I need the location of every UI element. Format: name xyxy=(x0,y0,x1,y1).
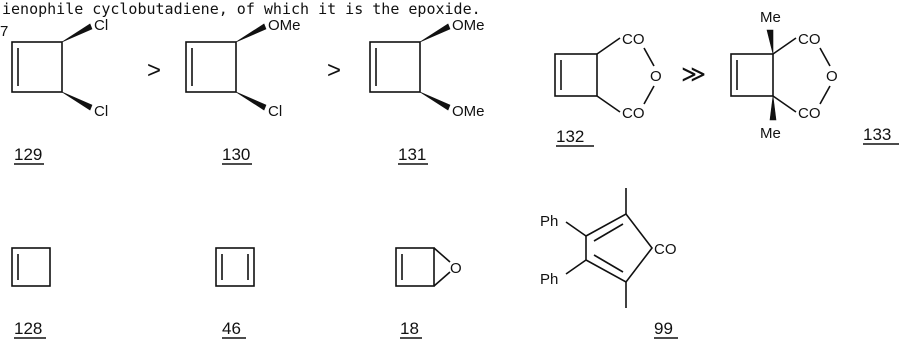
compound-46-number: 46 xyxy=(222,319,241,338)
compound-128: 128 xyxy=(11,247,51,339)
header-text: ienophile cyclobutadiene, of which it is… xyxy=(2,0,481,18)
compound-133-ring-oxygen: O xyxy=(826,68,838,85)
compound-130: OMe Cl 130 xyxy=(185,17,301,165)
compound-132-carbonyl-top: CO xyxy=(622,31,645,48)
compound-99-carbonyl: CO xyxy=(654,241,677,258)
compound-132-number: 132 xyxy=(556,127,584,146)
compound-46: 46 xyxy=(215,247,255,339)
compound-131-number: 131 xyxy=(398,145,426,164)
compound-133-carbonyl-bottom: CO xyxy=(798,105,821,122)
much-greater-than-sign: ≫ xyxy=(681,61,706,88)
compound-130-number: 130 xyxy=(222,145,250,164)
compound-99-number: 99 xyxy=(654,319,673,338)
compound-131-substituent-top: OMe xyxy=(452,17,485,34)
compound-130-substituent-top: OMe xyxy=(268,17,301,34)
compound-131-substituent-bottom: OMe xyxy=(452,103,485,120)
compound-99-phenyl-top: Ph xyxy=(540,213,558,230)
compound-129-substituent-bottom: Cl xyxy=(94,103,108,120)
margin-mark: 7 xyxy=(0,23,8,40)
compound-129: Cl Cl 129 xyxy=(11,17,108,165)
compound-133-number: 133 xyxy=(863,125,891,144)
greater-than-sign-2: > xyxy=(327,57,341,84)
compound-133-methyl-top: Me xyxy=(760,9,781,26)
compound-18-number: 18 xyxy=(400,319,419,338)
compound-18-epoxide-oxygen: O xyxy=(450,260,462,277)
compound-128-number: 128 xyxy=(14,319,42,338)
compound-129-number: 129 xyxy=(14,145,42,164)
compound-133: Me Me CO CO O 133 xyxy=(730,9,899,145)
compound-133-carbonyl-top: CO xyxy=(798,31,821,48)
compound-99-phenyl-bottom: Ph xyxy=(540,271,558,288)
compound-133-methyl-bottom: Me xyxy=(760,125,781,142)
compound-132-carbonyl-bottom: CO xyxy=(622,105,645,122)
compound-18: O 18 xyxy=(395,247,462,339)
greater-than-sign-1: > xyxy=(147,57,161,84)
compound-132: CO CO O 132 xyxy=(554,31,662,147)
compound-130-substituent-bottom: Cl xyxy=(268,103,282,120)
compound-99: Ph Ph CO 99 xyxy=(540,188,678,339)
compound-131: OMe OMe 131 xyxy=(369,17,485,165)
compound-129-substituent-top: Cl xyxy=(94,17,108,34)
compound-132-ring-oxygen: O xyxy=(650,68,662,85)
